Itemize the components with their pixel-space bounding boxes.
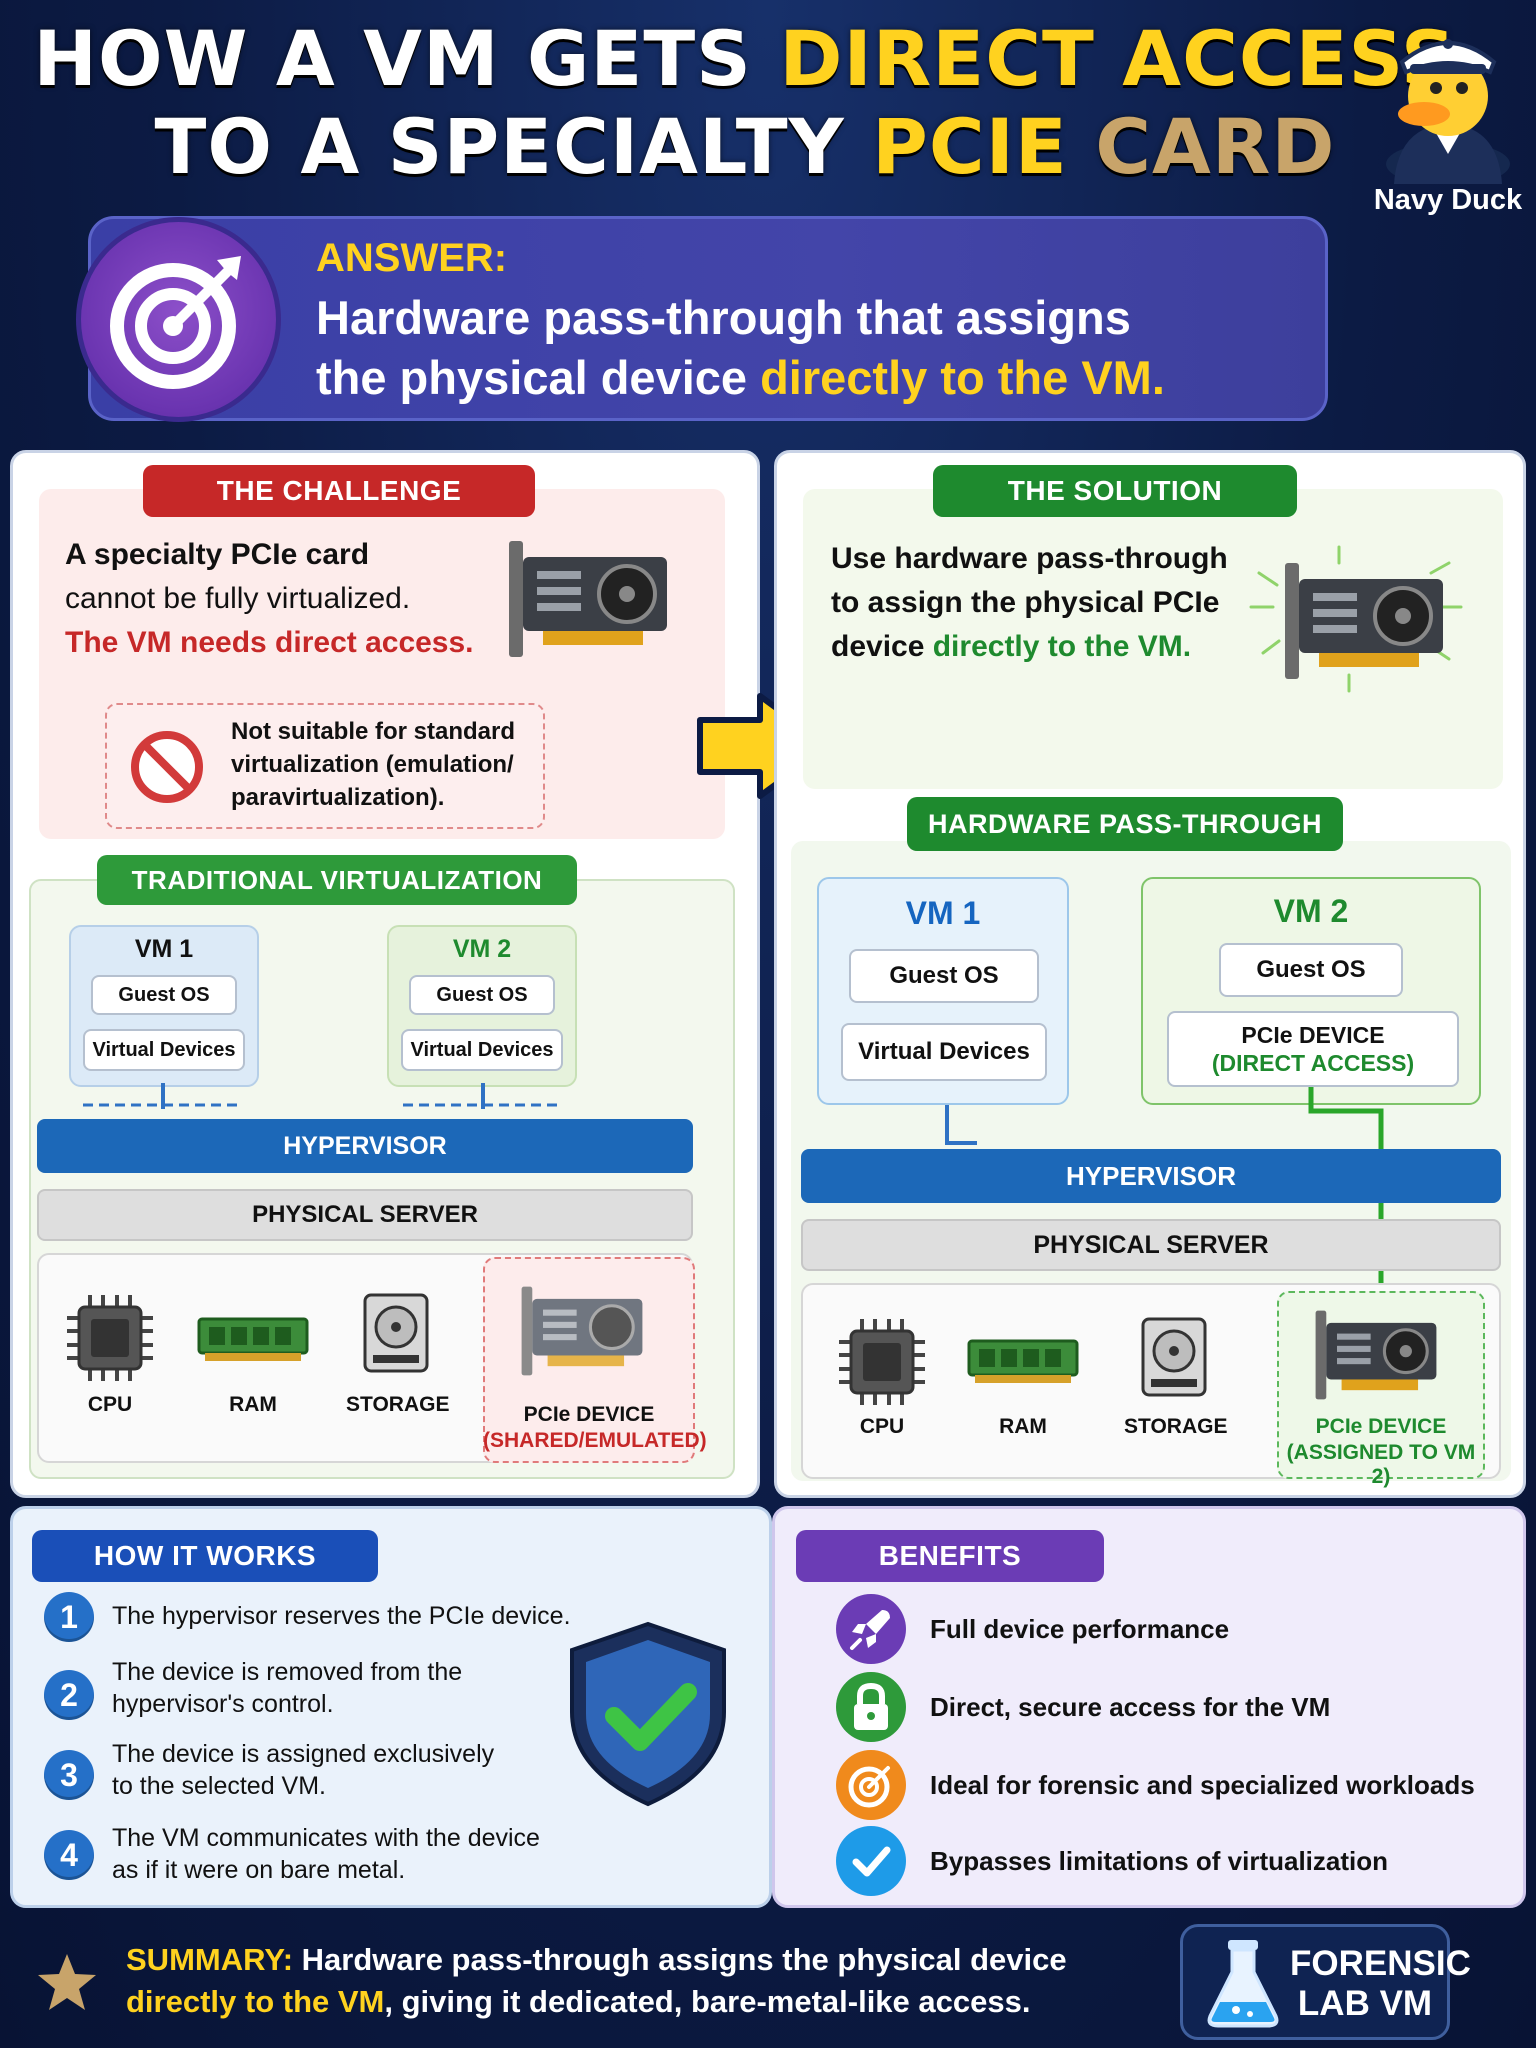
step-3-number: 3 <box>44 1750 94 1800</box>
summary-line-1: SUMMARY: Hardware pass-through assigns t… <box>126 1942 1067 1977</box>
benefit-3-icon-circle <box>836 1750 906 1820</box>
answer-text: Hardware pass-through that assigns the p… <box>316 291 1165 404</box>
sol-pcie-sublabel: (ASSIGNED TO VM 2) <box>1286 1441 1476 1488</box>
solution-line-1: Use hardware pass-through <box>831 542 1228 575</box>
sol-cpu-icon <box>839 1319 925 1405</box>
answer-banner <box>88 216 1328 421</box>
check-icon <box>852 1846 891 1877</box>
benefit-1-icon-circle <box>836 1594 906 1664</box>
badge-line-2: LAB VM <box>1297 1984 1433 2023</box>
sol-vm1-guest: Guest OS <box>849 949 1039 1003</box>
trad-server-bar: PHYSICAL SERVER <box>37 1189 693 1241</box>
storage-icon <box>363 1293 429 1373</box>
shield-check-icon <box>570 1621 726 1807</box>
title-line-1: HOW A VM GETS DIRECT ACCESS <box>33 14 1457 103</box>
trad-dashed-links <box>83 1083 563 1109</box>
sol-vm1-title: VM 1 <box>905 895 981 931</box>
step-4-number: 4 <box>44 1830 94 1880</box>
challenge-line-1: A specialty PCIe card <box>65 538 370 571</box>
solution-panel: THE SOLUTION Use hardware pass-through t… <box>774 450 1526 1498</box>
benefit-1-text: Full device performance <box>930 1614 1230 1644</box>
target-icon <box>110 256 241 389</box>
sol-vm2-pcie: PCIe DEVICE (DIRECT ACCESS) <box>1167 1011 1459 1087</box>
sol-storage-icon <box>1141 1317 1207 1397</box>
sol-server-bar: PHYSICAL SERVER <box>801 1219 1501 1271</box>
sol-pcie-icon <box>1315 1310 1437 1400</box>
trad-pcie-sublabel: (SHARED/EMULATED) <box>483 1429 707 1452</box>
trad-vm2-title: VM 2 <box>452 935 512 963</box>
step-2-number: 2 <box>44 1670 94 1720</box>
rocket-icon <box>850 1610 890 1650</box>
passthrough-header: HARDWARE PASS-THROUGH <box>907 797 1343 851</box>
how-it-works-header: HOW IT WORKS <box>32 1530 378 1582</box>
trad-pcie-label: PCIe DEVICE <box>523 1403 655 1426</box>
pcie-card-glow-icon <box>1249 545 1463 693</box>
benefits-header: BENEFITS <box>796 1530 1104 1582</box>
benefit-4-text: Bypasses limitations of virtualization <box>930 1846 1388 1876</box>
trad-vm1-title: VM 1 <box>134 935 194 963</box>
sol-ram-icon <box>967 1339 1079 1383</box>
solution-header: THE SOLUTION <box>933 465 1297 517</box>
answer-icon-circle <box>76 217 281 422</box>
trad-vm1-guest: Guest OS <box>91 975 237 1015</box>
target-small-icon <box>848 1766 890 1808</box>
cpu-icon <box>67 1295 153 1381</box>
challenge-line-2: cannot be fully virtualized. <box>65 582 411 615</box>
sol-pcie-label: PCIe DEVICE <box>1315 1415 1447 1438</box>
benefit-2-icon-circle <box>836 1672 906 1742</box>
no-entry-icon <box>131 731 203 803</box>
solution-line-2: to assign the physical PCIe <box>831 586 1220 619</box>
note-line-1: Not suitable for standard <box>231 718 516 745</box>
trad-vm1-devices: Virtual Devices <box>83 1029 245 1071</box>
summary-line-2: directly to the VM, giving it dedicated,… <box>126 1984 1031 2019</box>
step-1-number: 1 <box>44 1592 94 1642</box>
trad-vm2-guest: Guest OS <box>409 975 555 1015</box>
trad-cpu-label: CPU <box>87 1393 133 1416</box>
ram-icon <box>197 1317 309 1361</box>
sol-vm1-devices: Virtual Devices <box>841 1023 1047 1081</box>
challenge-panel: THE CHALLENGE A specialty PCIe card cann… <box>10 450 760 1498</box>
traditional-header: TRADITIONAL VIRTUALIZATION <box>97 855 577 905</box>
trad-hypervisor-bar: HYPERVISOR <box>37 1119 693 1173</box>
note-line-2: virtualization (emulation/ <box>231 751 514 778</box>
pcie-card-icon <box>509 541 667 657</box>
sol-cpu-label: CPU <box>859 1415 905 1438</box>
challenge-header: THE CHALLENGE <box>143 465 535 517</box>
star-icon <box>38 1954 96 2010</box>
title-line-2: TO A SPECIALTY PCIE CARD <box>154 102 1336 191</box>
sol-storage-label: STORAGE <box>1124 1415 1228 1438</box>
solution-line-3: device directly to the VM. <box>831 630 1192 663</box>
note-line-3: paravirtualization). <box>231 784 445 811</box>
sol-vm2-title: VM 2 <box>1273 893 1349 929</box>
trad-vm2-devices: Virtual Devices <box>401 1029 563 1071</box>
trad-storage-label: STORAGE <box>346 1393 450 1416</box>
challenge-line-3: The VM needs direct access. <box>65 626 474 659</box>
badge-line-1: FORENSIC <box>1290 1944 1471 1983</box>
benefit-2-text: Direct, secure access for the VM <box>930 1692 1331 1722</box>
benefit-4-icon-circle <box>836 1826 906 1896</box>
sol-vm2-guest: Guest OS <box>1219 943 1403 997</box>
step-1-text: The hypervisor reserves the PCIe device. <box>112 1602 571 1630</box>
answer-kicker: ANSWER: <box>316 236 508 280</box>
trad-pcie-icon <box>521 1286 643 1376</box>
navy-duck-mascot-icon <box>1386 39 1510 184</box>
mascot-label: Navy Duck <box>1373 184 1523 216</box>
benefit-3-text: Ideal for forensic and specialized workl… <box>930 1770 1475 1800</box>
flask-icon <box>1207 1940 1279 2028</box>
sol-ram-label: RAM <box>999 1415 1047 1438</box>
sol-hypervisor-bar: HYPERVISOR <box>801 1149 1501 1203</box>
lock-icon <box>854 1682 888 1730</box>
trad-ram-label: RAM <box>229 1393 277 1416</box>
